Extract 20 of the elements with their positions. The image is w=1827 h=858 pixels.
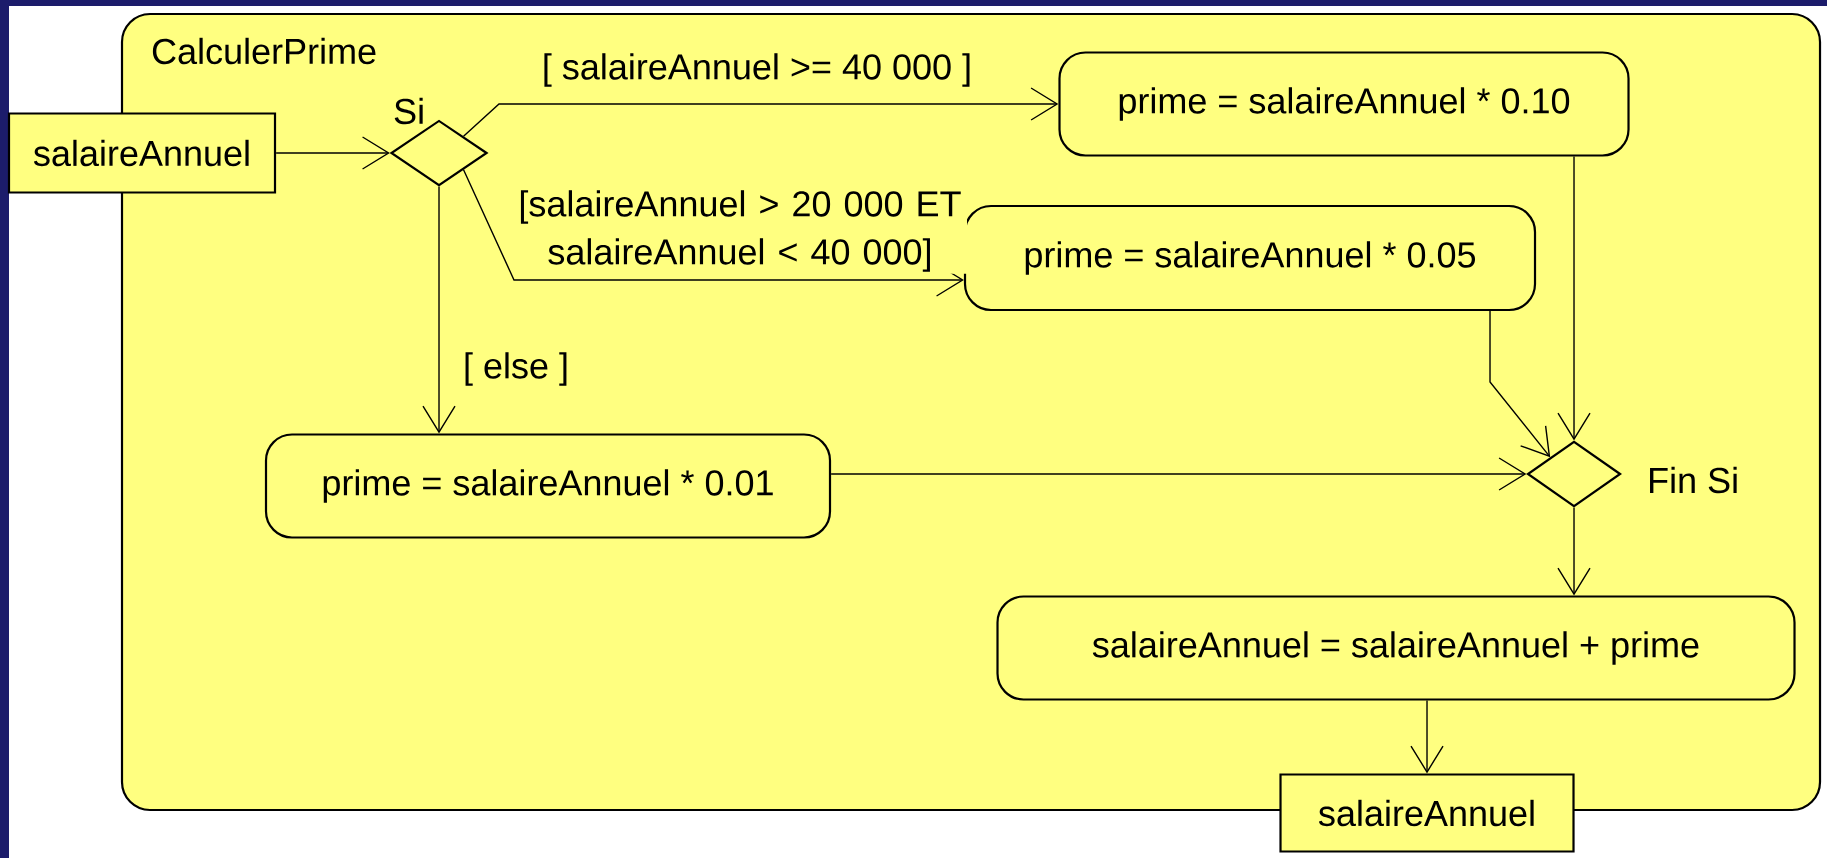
flow-arrow bbox=[1557, 506, 1591, 596]
flow-arrow bbox=[462, 169, 964, 297]
node-label: Fin Si bbox=[1650, 466, 1737, 494]
parameter-box: salaireAnnuel bbox=[7, 112, 277, 194]
action-box: prime = salaireAnnuel * 0.05 bbox=[963, 204, 1537, 312]
guard-label: [ else ] bbox=[461, 350, 572, 388]
action-box: prime = salaireAnnuel * 0.01 bbox=[264, 433, 832, 539]
flow-arrow bbox=[275, 136, 390, 170]
action-box: prime = salaireAnnuel * 0.10 bbox=[1058, 51, 1630, 157]
action-box: salaireAnnuel = salaireAnnuel + prime bbox=[996, 595, 1796, 701]
flow-arrow bbox=[1410, 699, 1444, 774]
flow-arrow bbox=[830, 457, 1527, 491]
parameter-box: salaireAnnuel bbox=[1279, 773, 1575, 853]
flow-arrow bbox=[1557, 155, 1591, 441]
flow-arrow bbox=[462, 87, 1059, 137]
guard-label: [salaireAnnuel > 20 000 ET salaireAnnuel < 40 000] bbox=[513, 188, 967, 274]
node-label: Si bbox=[394, 97, 423, 125]
guard-label: [ salaireAnnuel >= 40 000 ] bbox=[539, 51, 975, 89]
flow-arrow bbox=[1489, 310, 1551, 458]
flow-arrow bbox=[422, 185, 456, 434]
